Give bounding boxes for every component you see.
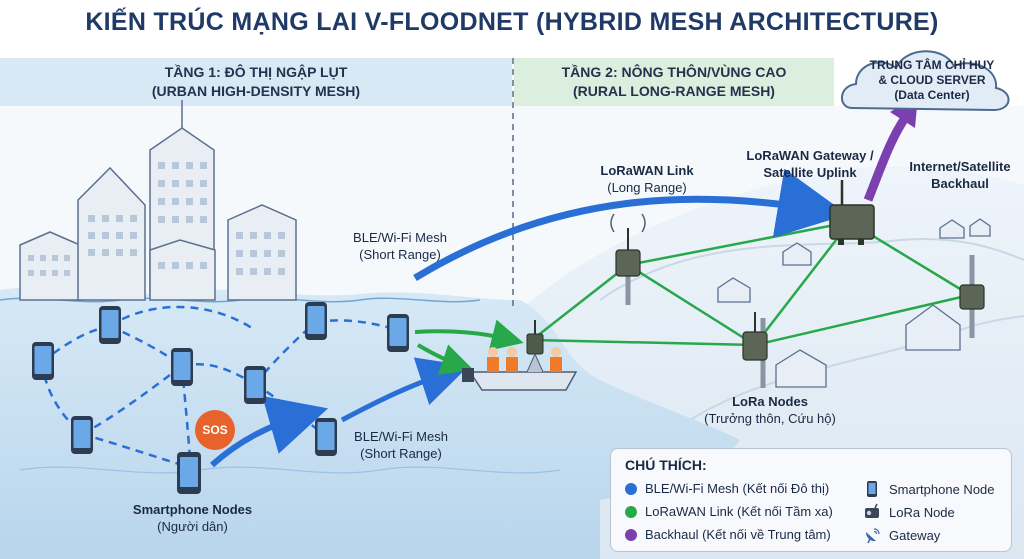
tier1-heading-line2: (URBAN HIGH-DENSITY MESH) [151,83,361,99]
ble-bottom-label-line1: BLE/Wi-Fi Mesh [354,429,448,444]
tier2-heading-line1: TẦNG 2: NÔNG THÔN/VÙNG CAO [561,64,787,80]
cloud-label-line2: & CLOUD SERVER [878,73,986,87]
village-houses [717,218,991,388]
legend-backhaul: Backhaul (Kết nối về Trung tâm) [625,527,831,542]
ble-bottom-label: BLE/Wi-Fi Mesh (Short Range) [336,428,466,462]
sos-badge: SOS [195,410,235,450]
legend-backhaul-label: Backhaul (Kết nối về Trung tâm) [645,527,831,542]
gateway-label-line1: LoRaWAN Gateway / [746,148,874,163]
backhaul-label: Internet/Satellite Backhaul [895,158,1024,192]
smartphone-nodes-label-line2: (Người dân) [157,519,228,534]
hill-contour-1 [599,238,1024,301]
ble-bottom-label-line2: (Short Range) [360,446,442,461]
water-wave-2 [19,466,561,474]
cloud-label-line3: (Data Center) [894,88,970,102]
green-dot-icon [625,505,637,518]
smartphone-nodes [32,302,409,494]
tier2-band [514,58,834,106]
legend-lorawan-label: LoRaWAN Link (Kết nối Tầm xa) [645,504,833,519]
legend-lora-node-label: LoRa Node [889,504,955,520]
ble-to-gateway-arrow [413,168,848,281]
backhaul-label-line2: Backhaul [931,176,989,191]
urban-buildings [19,100,297,301]
tier1-heading-line1: TẦNG 1: ĐÔ THỊ NGẬP LỤT [164,64,348,80]
ble-top-label: BLE/Wi-Fi Mesh (Short Range) [335,229,465,263]
cloud-label: TRUNG TÂM CHỈ HUY & CLOUD SERVER (Data C… [852,58,1012,103]
sos-uplink-arrow [210,396,329,468]
gateway-label-line2: Satellite Uplink [763,165,857,180]
backhaul-arrow [863,115,909,202]
legend-lora-node: LoRa Node [863,503,955,521]
lorawan-gateway [829,180,875,245]
lora-node-2 [742,312,768,388]
cloud-shape [841,50,1010,112]
legend: CHÚ THÍCH: BLE/Wi-Fi Mesh (Kết nối Đô th… [610,448,1012,552]
lora-nodes-label-line2: (Trưởng thôn, Cứu hộ) [704,411,836,426]
cloud-label-line1: TRUNG TÂM CHỈ HUY [869,58,995,72]
lora-nodes-label: LoRa Nodes (Trưởng thôn, Cứu hộ) [685,393,855,427]
green-to-boat-arrow-2 [416,343,474,375]
satellite-dish-icon [866,528,880,544]
legend-smartphone: Smartphone Node [863,480,995,498]
lora-nodes-label-line1: LoRa Nodes [732,394,808,409]
lora-node-3 [959,255,985,338]
legend-ble: BLE/Wi-Fi Mesh (Kết nối Đô thị) [625,481,829,496]
blue-dot-icon [625,482,637,495]
ble-to-boat-arrow [340,357,470,423]
smartphone-icon [867,481,877,497]
ble-top-label-line1: BLE/Wi-Fi Mesh [353,230,447,245]
backhaul-label-line1: Internet/Satellite [909,159,1011,174]
purple-dot-icon [625,528,637,541]
lorawan-link-label-line2: (Long Range) [607,180,687,195]
tier2-heading: TẦNG 2: NÔNG THÔN/VÙNG CAO (RURAL LONG-R… [514,63,834,101]
legend-title: CHÚ THÍCH: [625,457,707,473]
lorawan-link-label-line1: LoRaWAN Link [600,163,694,178]
tier2-heading-line2: (RURAL LONG-RANGE MESH) [573,83,775,99]
legend-smartphone-label: Smartphone Node [889,481,995,497]
smartphone-nodes-label-line1: Smartphone Nodes [132,502,253,517]
ble-top-label-line2: (Short Range) [359,247,441,262]
rescue-boat [462,320,578,391]
legend-ble-label: BLE/Wi-Fi Mesh (Kết nối Đô thị) [645,481,830,496]
lorawan-link-label: LoRaWAN Link (Long Range) [582,162,712,196]
lora-node-1 [610,213,646,305]
legend-lorawan: LoRaWAN Link (Kết nối Tầm xa) [625,504,833,519]
lora-radio-icon [865,503,879,518]
tier1-heading: TẦNG 1: ĐÔ THỊ NGẬP LỤT (URBAN HIGH-DENS… [0,63,512,101]
tier1-band [0,58,512,106]
legend-gateway: Gateway [863,526,940,544]
legend-gateway-label: Gateway [889,527,941,543]
diagram-title: KIẾN TRÚC MẠNG LAI V-FLOODNET (HYBRID ME… [85,8,939,36]
smartphone-nodes-label: Smartphone Nodes (Người dân) [110,501,275,535]
gateway-label: LoRaWAN Gateway / Satellite Uplink [730,147,890,181]
green-to-boat-arrow-1 [414,319,524,351]
